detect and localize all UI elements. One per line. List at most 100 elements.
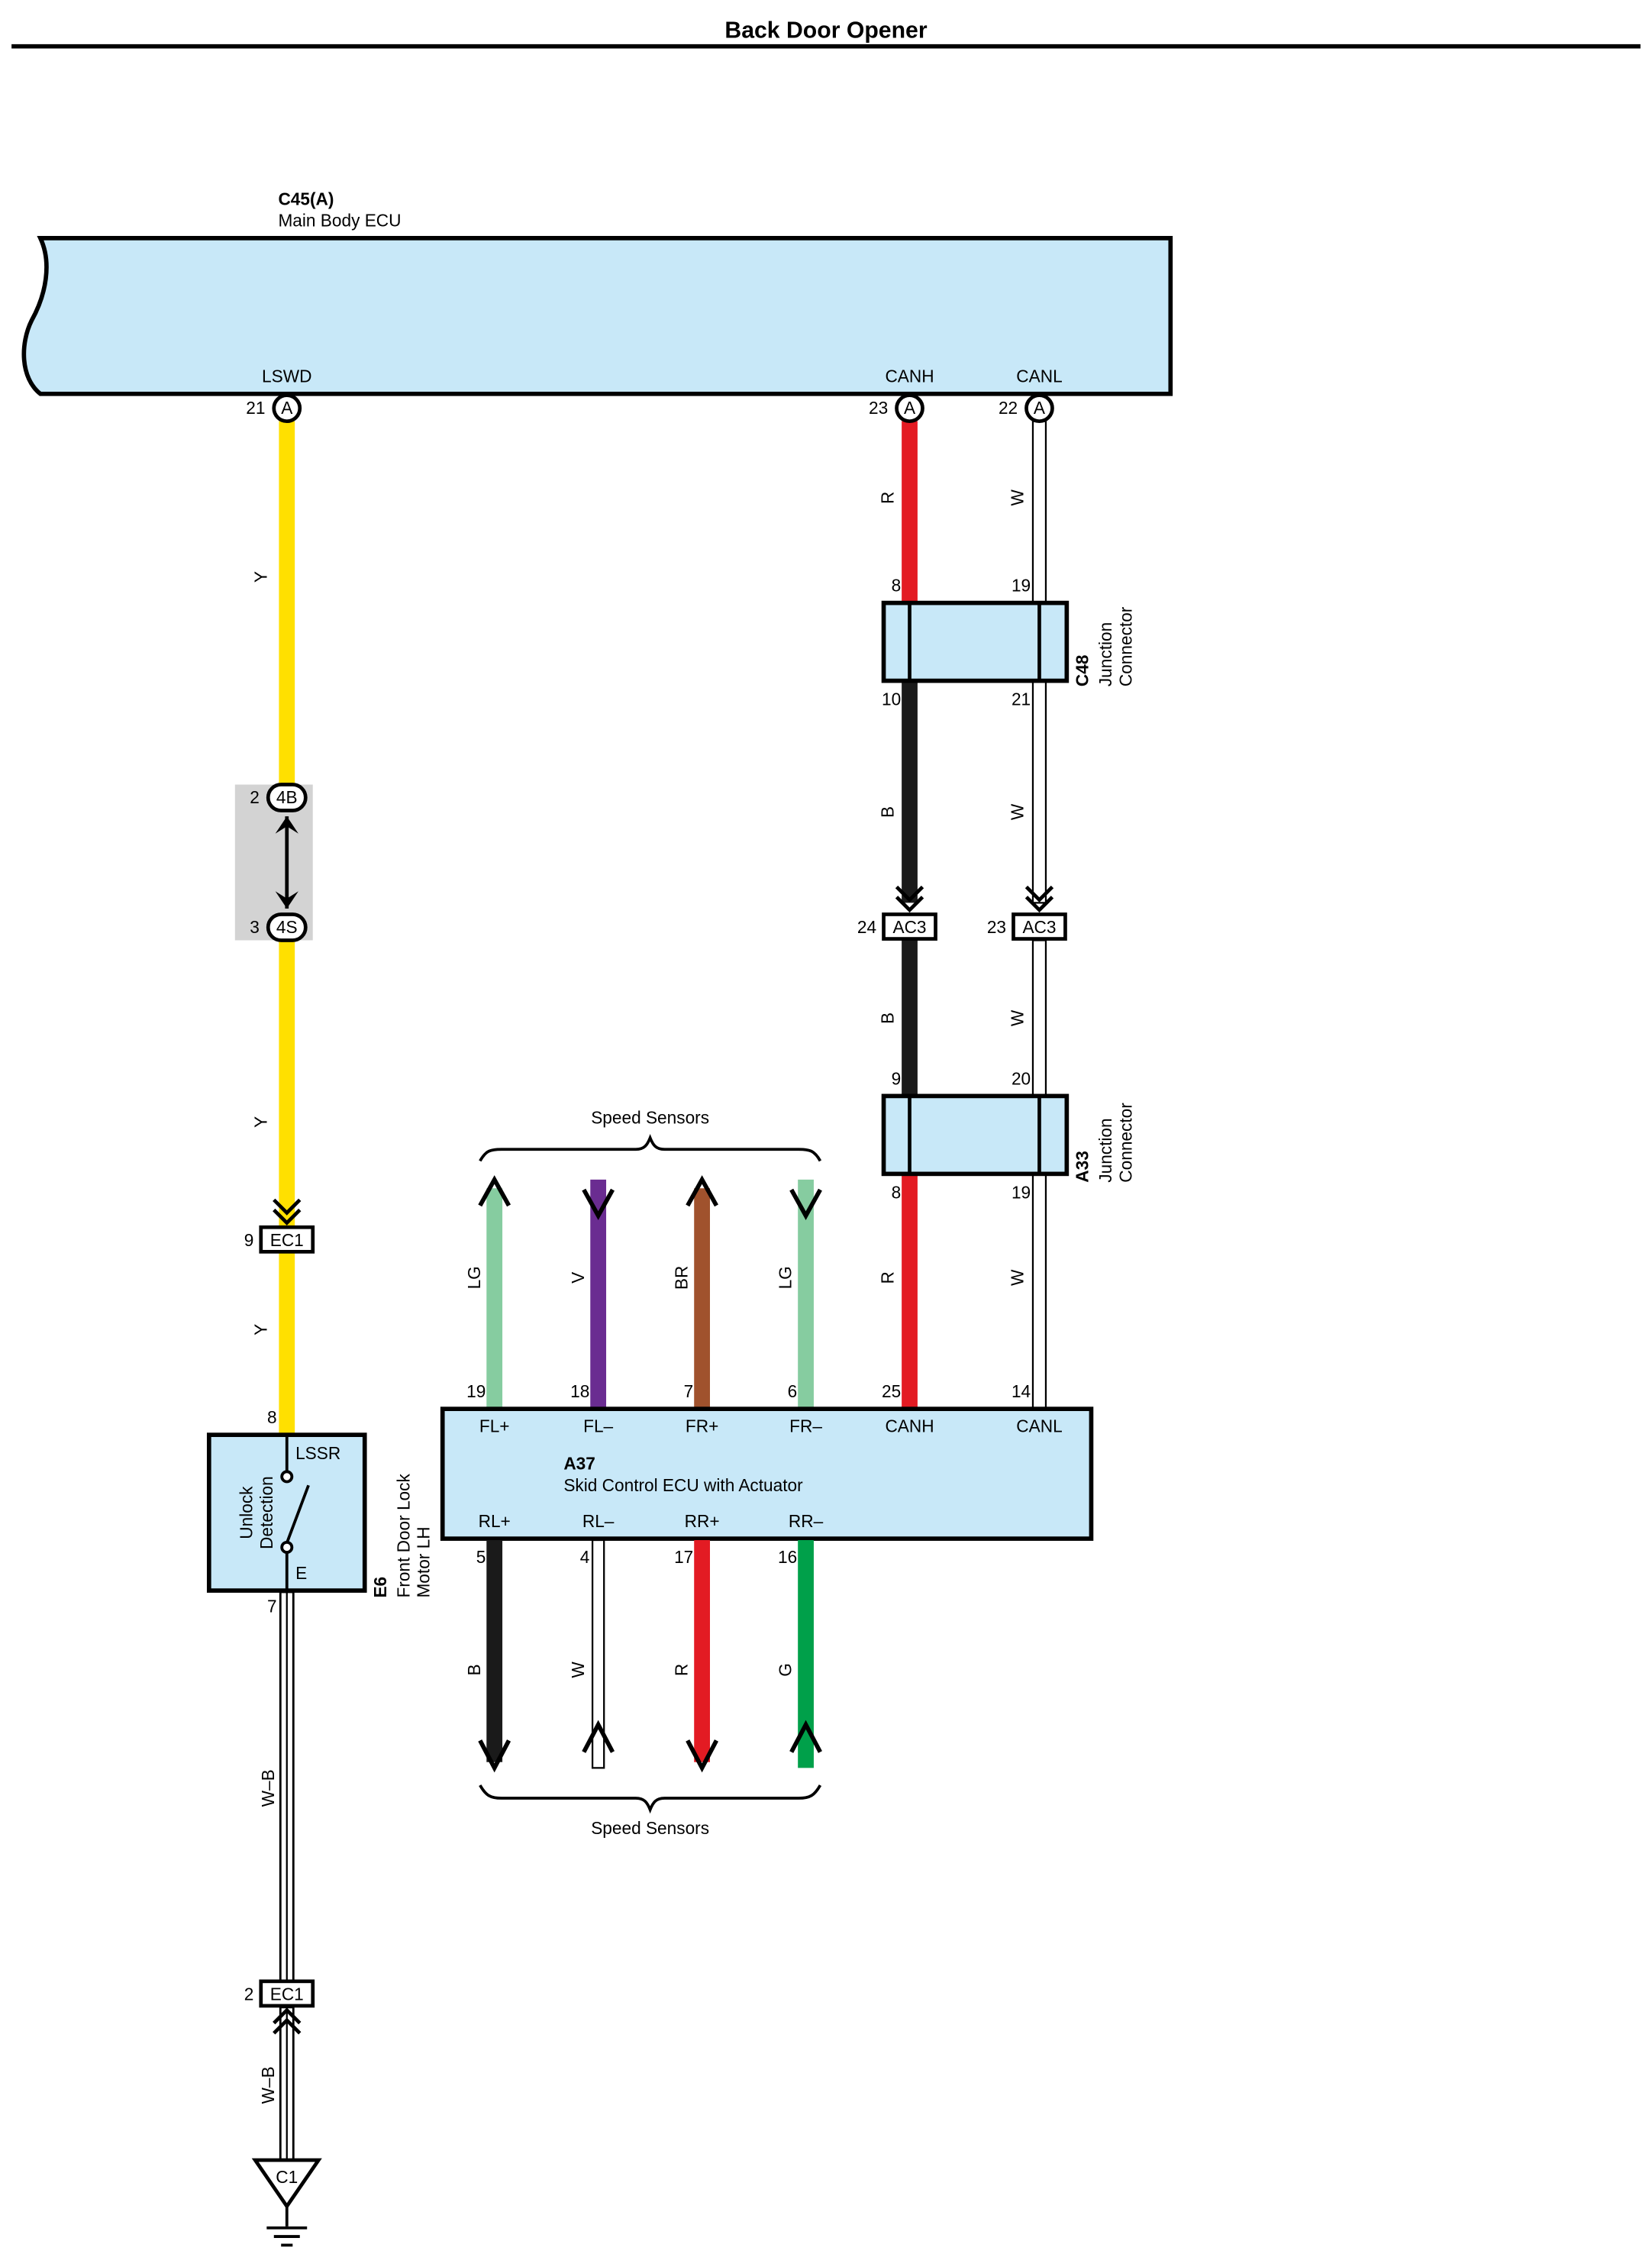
connector-4b-pin: 2: [250, 787, 260, 807]
wire-color-canh-1: R: [878, 492, 898, 504]
a37-label-rl-minus: RL–: [582, 1511, 615, 1531]
e6-inner-label-2: Detection: [257, 1476, 276, 1549]
connector-ac3-canl-id: AC3: [1022, 917, 1056, 937]
wire-color-rl-plus: B: [464, 1664, 484, 1675]
main-ecu-code: C45(A): [278, 189, 334, 208]
a33-code: A33: [1073, 1151, 1092, 1183]
a37-pin-25: 25: [882, 1381, 901, 1401]
a37-pin-19: 19: [466, 1381, 486, 1401]
e6-name-1: Front Door Lock: [393, 1474, 413, 1598]
switch-contact-top: [280, 1470, 294, 1484]
junction-connector-a33[interactable]: [881, 1093, 1070, 1177]
main-ecu-pin-canh: CANH: [885, 367, 934, 386]
connector-4s[interactable]: [266, 912, 308, 942]
a37-label-fl-plus: FL+: [479, 1416, 510, 1435]
a37-name: Skid Control ECU with Actuator: [563, 1475, 803, 1495]
wire-fl-plus[interactable]: [478, 1175, 511, 1410]
pin-a-lswd[interactable]: [272, 393, 302, 424]
a33-pin-20: 20: [1012, 1068, 1031, 1088]
ec1-chevron-2: [273, 1208, 302, 1226]
a33-name-1: Junction: [1095, 1118, 1115, 1182]
wire-color-rr-minus: G: [776, 1663, 795, 1677]
connector-4s-id: 4S: [276, 917, 298, 937]
a33-name-2: Connector: [1115, 1103, 1135, 1183]
ground-wire[interactable]: [279, 1590, 295, 2162]
main-ecu-pin-lswd: LSWD: [262, 367, 311, 386]
e6-pin-lssr: LSSR: [295, 1443, 340, 1463]
wire-color-canl-4: W: [1008, 1269, 1028, 1286]
ac3-canl-chevron-2: [1024, 896, 1054, 913]
ec1-bottom-chevron-2: [273, 2017, 302, 2035]
a37-pin-16: 16: [778, 1547, 797, 1567]
wire-color-rl-minus: W: [568, 1661, 588, 1678]
c48-pin-8: 8: [892, 575, 902, 595]
wire-fr-plus[interactable]: [686, 1175, 718, 1410]
pin-number-21: 21: [246, 398, 265, 418]
connector-ac3-canh-pin: 24: [857, 917, 876, 937]
c48-code: C48: [1073, 655, 1092, 687]
splice-block: [234, 784, 313, 941]
wire-color-fl-minus: V: [568, 1272, 588, 1284]
ac3-canh-chevron-2: [895, 896, 924, 913]
a37-pin-14: 14: [1012, 1381, 1031, 1401]
connector-4b[interactable]: [266, 783, 308, 812]
main-body-ecu[interactable]: [21, 236, 1173, 396]
e6-inner-label-1: Unlock: [236, 1486, 256, 1539]
c48-pin-10: 10: [882, 689, 901, 709]
wire-color-canl-1: W: [1008, 489, 1028, 505]
wire-color-canh-3: B: [878, 1012, 898, 1024]
wire-rl-minus[interactable]: [582, 1539, 615, 1769]
skid-control-ecu[interactable]: [440, 1406, 1094, 1541]
connector-ec1-top-id: EC1: [270, 1230, 304, 1250]
c48-pin-19: 19: [1012, 575, 1031, 595]
connector-ac3-canl[interactable]: [1012, 912, 1067, 941]
wire-color-canl-2: W: [1008, 803, 1028, 820]
connector-ec1-top[interactable]: [259, 1225, 315, 1254]
a37-pin-18: 18: [570, 1381, 589, 1401]
speed-sensors-bottom-label: Speed Sensors: [591, 1818, 709, 1838]
wire-color-fr-minus: LG: [776, 1266, 795, 1289]
a37-label-fl-minus: FL–: [583, 1416, 613, 1435]
wire-color-fr-plus: BR: [672, 1266, 692, 1290]
pin-a-canh[interactable]: [895, 393, 924, 424]
a37-label-rr-minus: RR–: [789, 1511, 824, 1531]
wire-color-rr-plus: R: [672, 1664, 692, 1676]
e6-pin-7: 7: [267, 1596, 277, 1616]
ec1-chevron-1: [273, 1198, 302, 1216]
connector-ec1-top-pin: 9: [244, 1230, 254, 1250]
e6-pin-8: 8: [267, 1407, 277, 1427]
a37-pin-17: 17: [674, 1547, 693, 1567]
wire-rl-plus[interactable]: [478, 1540, 511, 1773]
connector-ec1-bottom[interactable]: [259, 1979, 315, 2008]
splice-arrow-down: [275, 891, 298, 909]
a33-pin-9: 9: [892, 1068, 902, 1088]
connector-ac3-canh[interactable]: [882, 912, 937, 941]
wire-rr-plus[interactable]: [686, 1540, 718, 1773]
pin-a-lswd-letter: A: [281, 398, 293, 418]
pin-a-canl[interactable]: [1024, 393, 1054, 424]
a37-label-rl-plus: RL+: [479, 1511, 511, 1531]
pin-number-22: 22: [999, 398, 1018, 418]
connector-4b-id: 4B: [276, 787, 298, 807]
wire-fr-minus[interactable]: [789, 1179, 822, 1410]
ground-point-c1[interactable]: [251, 2158, 322, 2210]
main-ecu-name: Main Body ECU: [278, 211, 401, 231]
canl-wire[interactable]: [1031, 420, 1047, 1410]
switch-contact-bottom: [280, 1540, 294, 1554]
ac3-canl-chevron-1: [1024, 885, 1054, 903]
ac3-canh-chevron-1: [895, 885, 924, 903]
wire-color-wb-lower: W–B: [258, 2066, 278, 2104]
junction-connector-c48[interactable]: [881, 600, 1070, 683]
ground-point-c1-id: C1: [276, 2167, 298, 2187]
a37-pin-5: 5: [476, 1547, 486, 1567]
splice-arrow-up: [275, 816, 298, 834]
wire-fl-minus[interactable]: [582, 1179, 615, 1410]
diagram-title: Back Door Opener: [724, 18, 927, 43]
unlock-switch: [286, 1484, 310, 1544]
main-ecu-pin-canl: CANL: [1016, 367, 1062, 386]
a33-pin-8: 8: [892, 1182, 902, 1202]
connector-ac3-canh-id: AC3: [892, 917, 926, 937]
speed-sensors-bottom-brace: [479, 1784, 822, 1814]
wire-rr-minus[interactable]: [789, 1540, 822, 1768]
